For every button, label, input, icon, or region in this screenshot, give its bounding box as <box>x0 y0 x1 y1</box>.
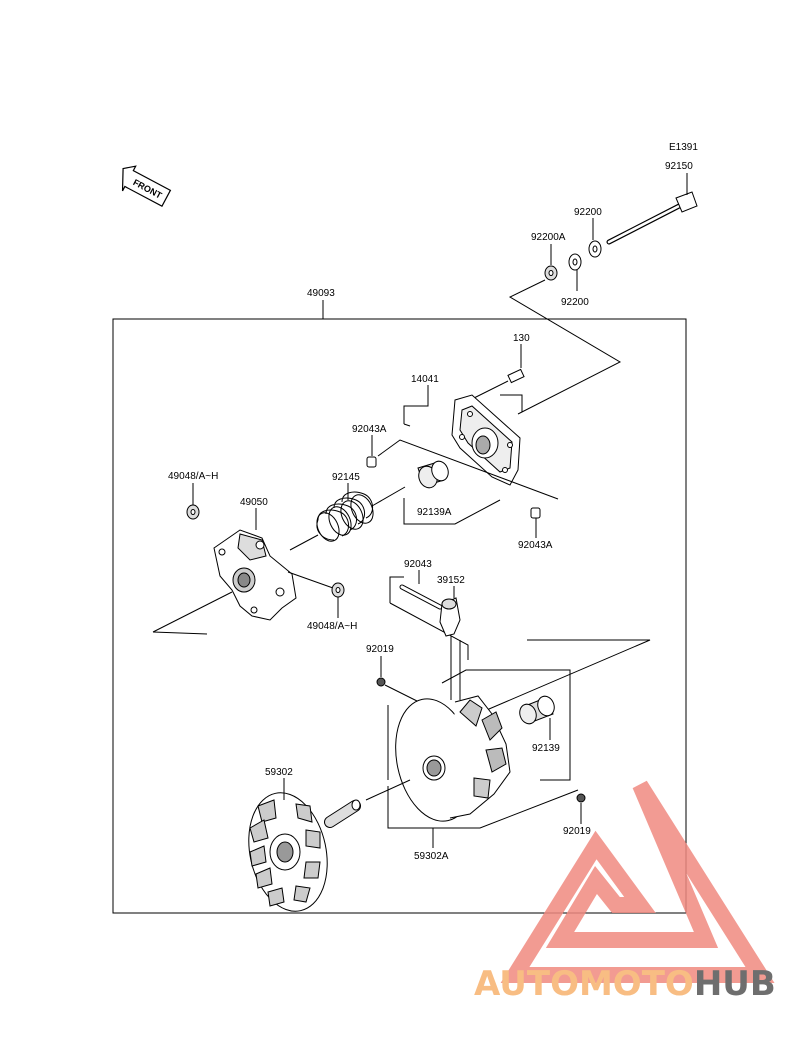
label-92139a: 92139A <box>417 507 452 518</box>
nut-49048-bottom <box>331 582 345 618</box>
leader-bolt-stack <box>508 279 622 415</box>
label-92043: 92043 <box>404 559 432 570</box>
label-130: 130 <box>513 333 530 344</box>
pin-92043a-right <box>530 507 541 538</box>
movable-sheave-59302a <box>395 695 511 822</box>
label-92200-top: 92200 <box>574 207 602 218</box>
bushing-92139 <box>519 695 555 740</box>
spider-49050 <box>152 508 334 635</box>
label-49093: 49093 <box>307 288 335 299</box>
assembly-box <box>112 300 687 914</box>
nut-92019-top <box>376 656 426 706</box>
label-39152: 39152 <box>437 575 465 586</box>
roller-39152 <box>439 586 461 700</box>
label-92019-bottom: 92019 <box>563 826 591 837</box>
front-direction-badge: FRONT <box>121 165 172 208</box>
washer-92200-top <box>588 218 602 258</box>
label-59302: 59302 <box>265 767 293 778</box>
watermark-text: AUTOMOTOHUB <box>474 964 776 1004</box>
fixed-sheave-59302 <box>248 778 411 912</box>
label-49050: 49050 <box>240 497 268 508</box>
bushing-92139a <box>403 460 501 525</box>
watermark-text-part2: HUB <box>694 964 776 1004</box>
label-59302a: 59302A <box>414 851 449 862</box>
label-92150: 92150 <box>665 161 693 172</box>
label-e1391: E1391 <box>669 142 698 153</box>
label-92200-bottom: 92200 <box>561 297 589 308</box>
nut-49048-top <box>186 483 200 520</box>
label-49048-top: 49048/A~H <box>168 471 218 482</box>
label-14041: 14041 <box>411 374 439 385</box>
sheave-guide-lines <box>387 639 651 848</box>
label-49048-bottom: 49048/A~H <box>307 621 357 632</box>
spring-92145 <box>289 483 406 551</box>
bolt-92150 <box>606 173 698 245</box>
label-92200a: 92200A <box>531 232 566 243</box>
nut-92200a <box>544 244 558 281</box>
label-92043a-right: 92043A <box>518 540 553 551</box>
washer-92200-bottom <box>568 253 582 291</box>
label-92043a-top: 92043A <box>352 424 387 435</box>
nut-92019-bottom <box>576 793 586 824</box>
label-92145: 92145 <box>332 472 360 483</box>
watermark-text-part1: AUTOMOTO <box>474 964 694 1004</box>
label-92139: 92139 <box>532 743 560 754</box>
pin-92043 <box>389 570 469 660</box>
label-92019-top: 92019 <box>366 644 394 655</box>
pin-92043a-top <box>366 435 559 500</box>
watermark-logo: AUTOMOTOHUB <box>474 780 776 1004</box>
cover-14041 <box>403 385 523 486</box>
